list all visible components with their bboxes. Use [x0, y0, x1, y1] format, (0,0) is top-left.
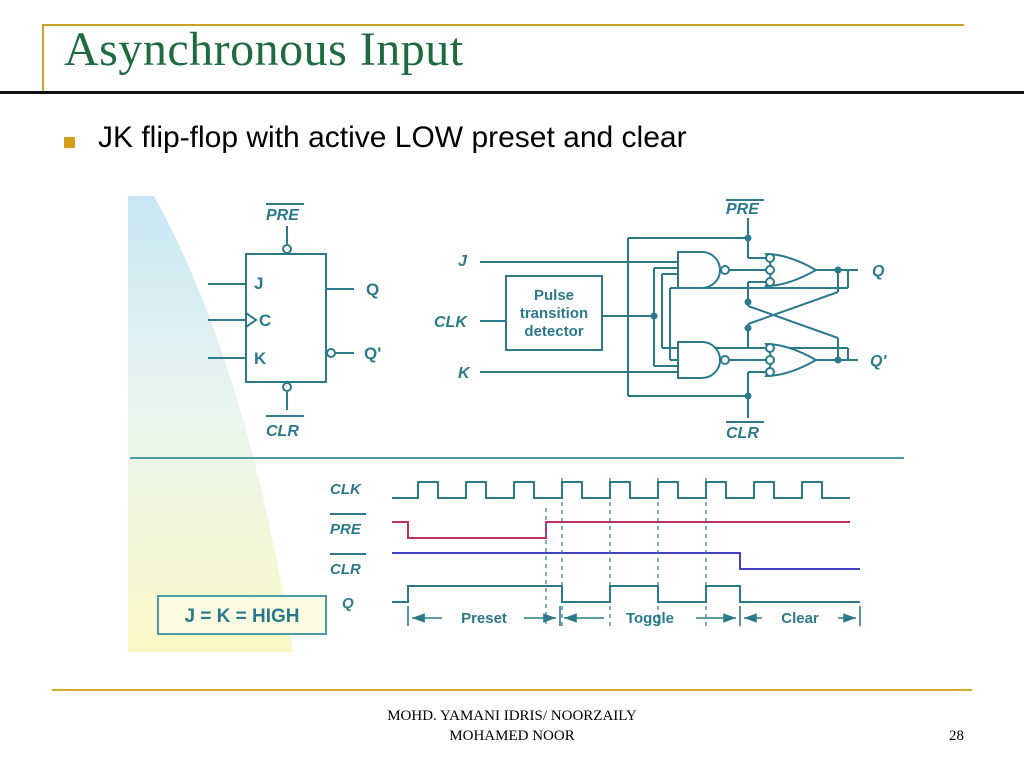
bullet-square-icon	[64, 137, 75, 148]
circuit-clk-label: CLK	[434, 314, 468, 331]
circuit-j-label: J	[458, 253, 468, 270]
symbol-q-label: Q	[366, 280, 379, 299]
detector-label-line3: detector	[524, 323, 583, 340]
clr-waveform	[392, 552, 860, 570]
circuit-q-label: Q	[872, 263, 885, 280]
title-divider	[0, 91, 1024, 94]
jk-circuit	[480, 199, 858, 423]
background-swoosh	[128, 196, 293, 652]
lower-nand-gate	[677, 341, 721, 379]
q-waveform	[392, 585, 860, 603]
interval-clear-label: Clear	[781, 610, 819, 627]
interval-preset-label: Preset	[461, 610, 507, 627]
timing-labels: CLK PRE CLR Q	[330, 481, 366, 612]
circuit-junctions	[650, 234, 842, 400]
circuit-k-label: K	[458, 365, 471, 382]
timing-q-label: Q	[342, 595, 354, 612]
symbol-j-label: J	[254, 274, 263, 293]
circuit-labels: PRE J CLK K Q Q' CLR Pulse transition de…	[434, 201, 887, 442]
interval-labels: Preset Toggle Clear	[461, 610, 819, 627]
detector-label-line1: Pulse	[534, 287, 574, 304]
circuit-clr-label: CLR	[726, 425, 759, 442]
symbol-body	[245, 253, 327, 383]
page-number: 28	[949, 728, 964, 744]
jk-symbol	[208, 203, 354, 417]
symbol-labels: PRE J C K Q Q' CLR	[254, 207, 381, 440]
condition-label: J = K = HIGH	[184, 606, 299, 627]
jk-flipflop-figure: PRE J C K Q Q' CLR	[128, 196, 904, 652]
symbol-c-label: C	[259, 311, 271, 330]
clr-bubble	[282, 382, 292, 392]
circuit-pre-label: PRE	[726, 201, 760, 218]
timing-guides	[545, 478, 707, 626]
interval-toggle-label: Toggle	[626, 610, 674, 627]
footer-author-line2: MOHAMED NOOR	[449, 728, 575, 744]
footer-divider	[52, 689, 972, 691]
symbol-clr-label: CLR	[266, 423, 299, 440]
clock-triangle	[245, 312, 258, 328]
timing-clk-label: CLK	[330, 481, 362, 498]
pre-waveform	[392, 521, 850, 539]
interval-markers	[407, 606, 861, 626]
pre-bubble	[282, 244, 292, 254]
symbol-k-label: K	[254, 349, 267, 368]
timing-clr-label: CLR	[330, 561, 361, 578]
title-frame	[42, 24, 964, 92]
slide-title: Asynchronous Input	[64, 23, 464, 76]
detector-label-line2: transition	[520, 305, 588, 322]
circuit-qbar-label: Q'	[870, 353, 887, 370]
symbol-pre-label: PRE	[266, 207, 300, 224]
upper-nand-gate	[677, 251, 721, 289]
footer-author: MOHD. YAMANI IDRIS/ NOORZAILY MOHAMED NO…	[312, 706, 712, 746]
symbol-qbar-label: Q'	[364, 344, 381, 363]
timing-pre-label: PRE	[330, 521, 362, 538]
figure-svg: PRE J C K Q Q' CLR	[128, 196, 904, 652]
pulse-detector-box	[505, 275, 603, 351]
condition-box	[157, 595, 327, 635]
footer-author-line1: MOHD. YAMANI IDRIS/ NOORZAILY	[387, 708, 637, 724]
qbar-bubble	[326, 348, 336, 358]
bullet-text: JK flip-flop with active LOW preset and …	[98, 121, 687, 154]
clk-waveform	[392, 481, 850, 499]
